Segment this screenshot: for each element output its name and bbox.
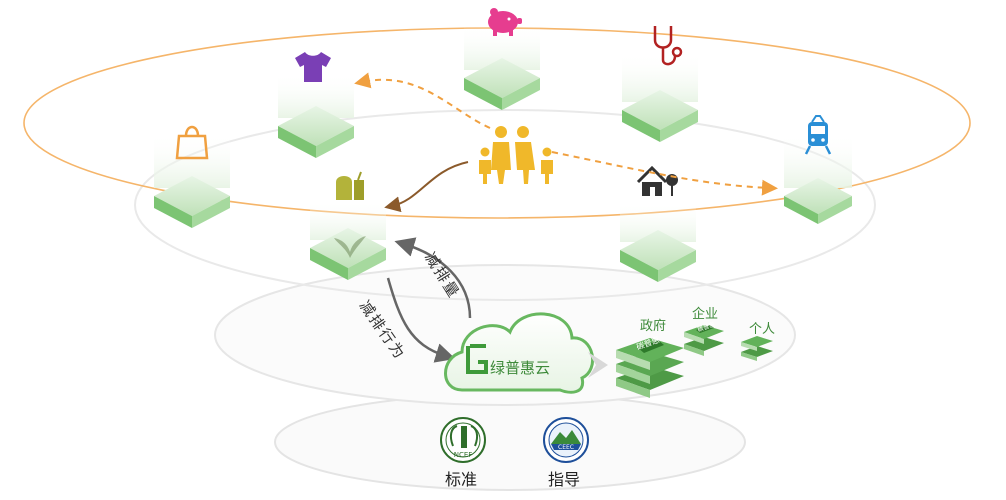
stethoscope-icon: [653, 26, 683, 66]
arrow-to-clothing: [354, 72, 491, 129]
tile-finance: [464, 25, 540, 110]
tram-icon: [804, 115, 832, 155]
tile-clothing: [278, 73, 354, 158]
individual-label: 个人: [749, 322, 776, 337]
arrow-reduction-amount: [394, 237, 472, 319]
upper-platform: [134, 109, 876, 301]
chevron-right-icon: [588, 352, 608, 378]
books-individual-icon: [741, 336, 773, 361]
ceec-seal-text: CEEC: [558, 444, 574, 451]
family-icon: [479, 126, 553, 184]
tile-health: [622, 52, 698, 142]
house-icon: [636, 165, 678, 196]
plant-icon: [334, 236, 366, 258]
cloud-icon: [444, 312, 594, 394]
arrow-to-food: [384, 161, 469, 213]
government-label: 政府: [640, 319, 667, 334]
brand-label: 绿普惠云: [490, 359, 551, 377]
ncef-seal-icon: NCEF: [440, 417, 486, 463]
guidance-label: 指导: [548, 470, 581, 489]
standard-label: 标准: [445, 470, 478, 489]
books-government-icon: [616, 338, 684, 398]
arrow-reduction-behavior: [386, 277, 456, 363]
tile-shopping: [154, 133, 230, 228]
piggy-bank-icon: [488, 8, 522, 36]
ceec-seal-icon: CEEC: [543, 417, 589, 463]
tile-food: [310, 200, 386, 280]
shopping-bag-icon: [175, 125, 209, 160]
books-enterprise-icon: [684, 325, 724, 356]
tile-housing: [620, 202, 696, 282]
food-icon: [336, 171, 364, 200]
tshirt-icon: [295, 52, 331, 82]
ncef-seal-text: NCEF: [454, 451, 473, 459]
bottom-platform: [274, 393, 746, 491]
enterprise-label: 企业: [692, 307, 719, 322]
tile-transport: [784, 133, 852, 224]
